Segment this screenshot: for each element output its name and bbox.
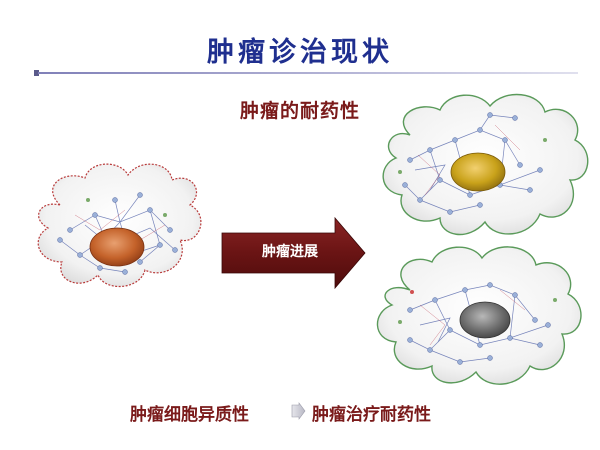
caption-left: 肿瘤细胞异质性: [130, 405, 249, 425]
cell-network-icon: [382, 93, 589, 236]
divider-dot: [34, 70, 39, 76]
progression-arrow-icon: [221, 216, 366, 290]
subtitle: 肿瘤的耐药性: [239, 100, 360, 122]
arrow-label: 肿瘤进展: [262, 244, 318, 260]
title-divider: [38, 72, 578, 74]
cell-network-icon: [37, 163, 202, 288]
small-arrow-icon: [291, 402, 306, 420]
page-title: 肿瘤诊治现状: [207, 37, 393, 68]
caption-right: 肿瘤治疗耐药性: [312, 405, 431, 425]
cell-network-icon: [376, 246, 582, 385]
